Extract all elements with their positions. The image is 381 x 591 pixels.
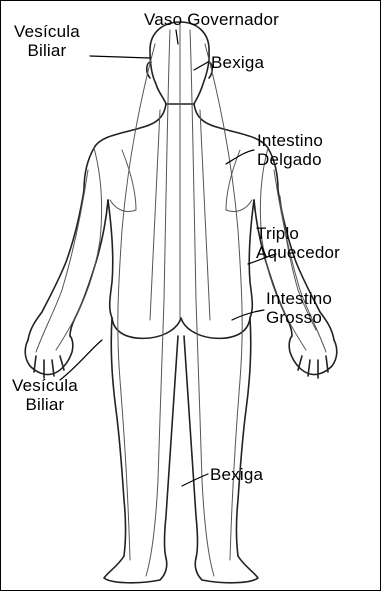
- left-foot: [104, 556, 167, 583]
- bladder-meridian-right-1: [190, 30, 214, 576]
- pointer-vesicula-bottom: [60, 340, 102, 380]
- left-leg-inner: [165, 336, 179, 558]
- label-bexiga-bottom: Bexiga: [210, 465, 263, 484]
- pointer-intestino-grosso: [232, 310, 264, 320]
- bladder-meridian-left-1: [146, 30, 170, 576]
- label-bexiga-top: Bexiga: [211, 53, 264, 72]
- label-vesicula-biliar-top: Vesícula Biliar: [14, 22, 80, 60]
- label-vaso-governador: Vaso Governador: [144, 10, 279, 29]
- torso-right: [249, 200, 254, 318]
- neck-shoulders: [84, 104, 278, 190]
- label-triplo-aquecedor: Triplo Aquecedor: [256, 224, 340, 262]
- right-foot: [195, 556, 258, 583]
- right-hand: [289, 336, 337, 378]
- label-vesicula-biliar-bottom: Vesícula Biliar: [12, 376, 78, 414]
- buttocks: [112, 318, 250, 338]
- pointer-vesicula-top: [90, 56, 150, 58]
- label-intestino-grosso: Intestino Grosso: [266, 289, 332, 327]
- pointer-bexiga-bottom: [182, 474, 208, 486]
- bladder-meridian-left-2: [150, 110, 160, 320]
- pointer-intestino-delgado: [226, 150, 254, 164]
- left-hand: [25, 336, 73, 378]
- torso-left: [108, 200, 113, 318]
- scapula-left: [110, 150, 136, 212]
- right-leg-outer: [237, 318, 251, 556]
- bladder-meridian-right-2: [200, 110, 210, 320]
- small-intestine-left: [56, 148, 102, 350]
- pointer-bexiga-top: [194, 62, 208, 70]
- triple-heater-left: [36, 170, 88, 352]
- label-intestino-delgado: Intestino Delgado: [257, 131, 323, 169]
- right-leg-inner: [184, 336, 198, 558]
- pointer-vaso-governador: [176, 30, 178, 44]
